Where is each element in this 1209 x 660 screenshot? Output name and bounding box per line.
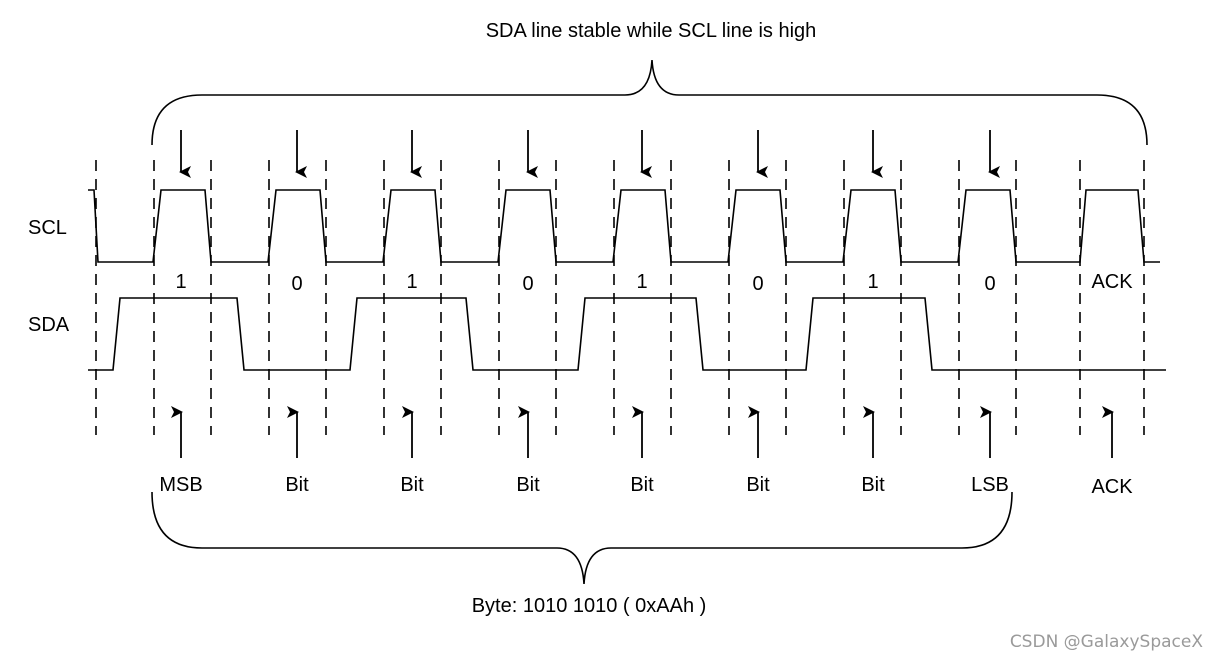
dashed-guides [95,160,1145,435]
scl-label: SCL [28,217,67,239]
bit-label: Bit [285,474,309,496]
top-caption: SDA line stable while SCL line is high [486,20,817,42]
bit-value: 0 [984,273,995,295]
bit-value: 1 [175,271,186,293]
bit-value: 1 [636,271,647,293]
bit-label: LSB [971,474,1009,496]
bottom-caption: Byte: 1010 1010 ( 0xAAh ) [472,595,707,617]
bit-group: ACK ACK [1091,271,1133,498]
watermark: CSDN @GalaxySpaceX [1010,632,1204,652]
bit-value: 0 [291,273,302,295]
bit-value: ACK [1091,271,1133,293]
bit-value: 0 [752,273,763,295]
bit-label: Bit [516,474,540,496]
sda-waveform [88,297,1166,371]
bit-label: MSB [159,474,202,496]
bit-label: Bit [400,474,424,496]
scl-waveform [88,189,1160,263]
bit-value: 1 [406,271,417,293]
sda-label: SDA [28,314,70,336]
bit-label: ACK [1091,476,1133,498]
bit-label: Bit [746,474,770,496]
top-brace [151,59,1148,146]
bottom-brace [151,491,1013,585]
bit-value: 0 [522,273,533,295]
bit-label: Bit [861,474,885,496]
bit-label: Bit [630,474,654,496]
bit-value: 1 [867,271,878,293]
